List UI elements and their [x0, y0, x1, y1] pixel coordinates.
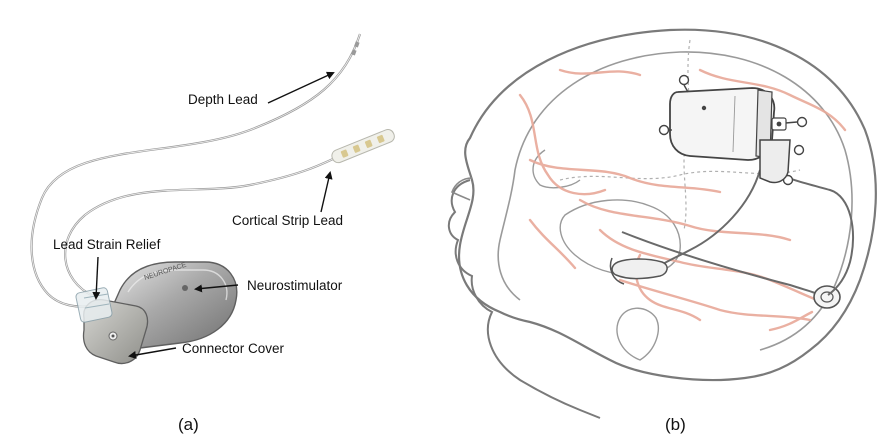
panel-b [449, 30, 876, 418]
cortical-strip-paddle [330, 128, 396, 165]
label-connector-cover: Connector Cover [182, 341, 284, 356]
depth-lead-arrow [268, 73, 333, 103]
label-depth-lead: Depth Lead [188, 92, 258, 107]
label-lead-strain-relief: Lead Strain Relief [53, 237, 160, 252]
caption-panel-a: (a) [178, 415, 199, 435]
cortical-strip-arrow [321, 173, 330, 212]
face-profile [449, 180, 600, 418]
label-neurostimulator: Neurostimulator [247, 278, 342, 293]
lead-strain-relief [75, 287, 113, 323]
device-lead-2 [774, 172, 853, 295]
caption-panel-b: (b) [665, 415, 686, 435]
panel-a: NEUROPACE [32, 34, 397, 364]
label-cortical-strip-lead: Cortical Strip Lead [232, 213, 343, 228]
head-outline [459, 30, 876, 380]
ear-outline [617, 308, 658, 360]
